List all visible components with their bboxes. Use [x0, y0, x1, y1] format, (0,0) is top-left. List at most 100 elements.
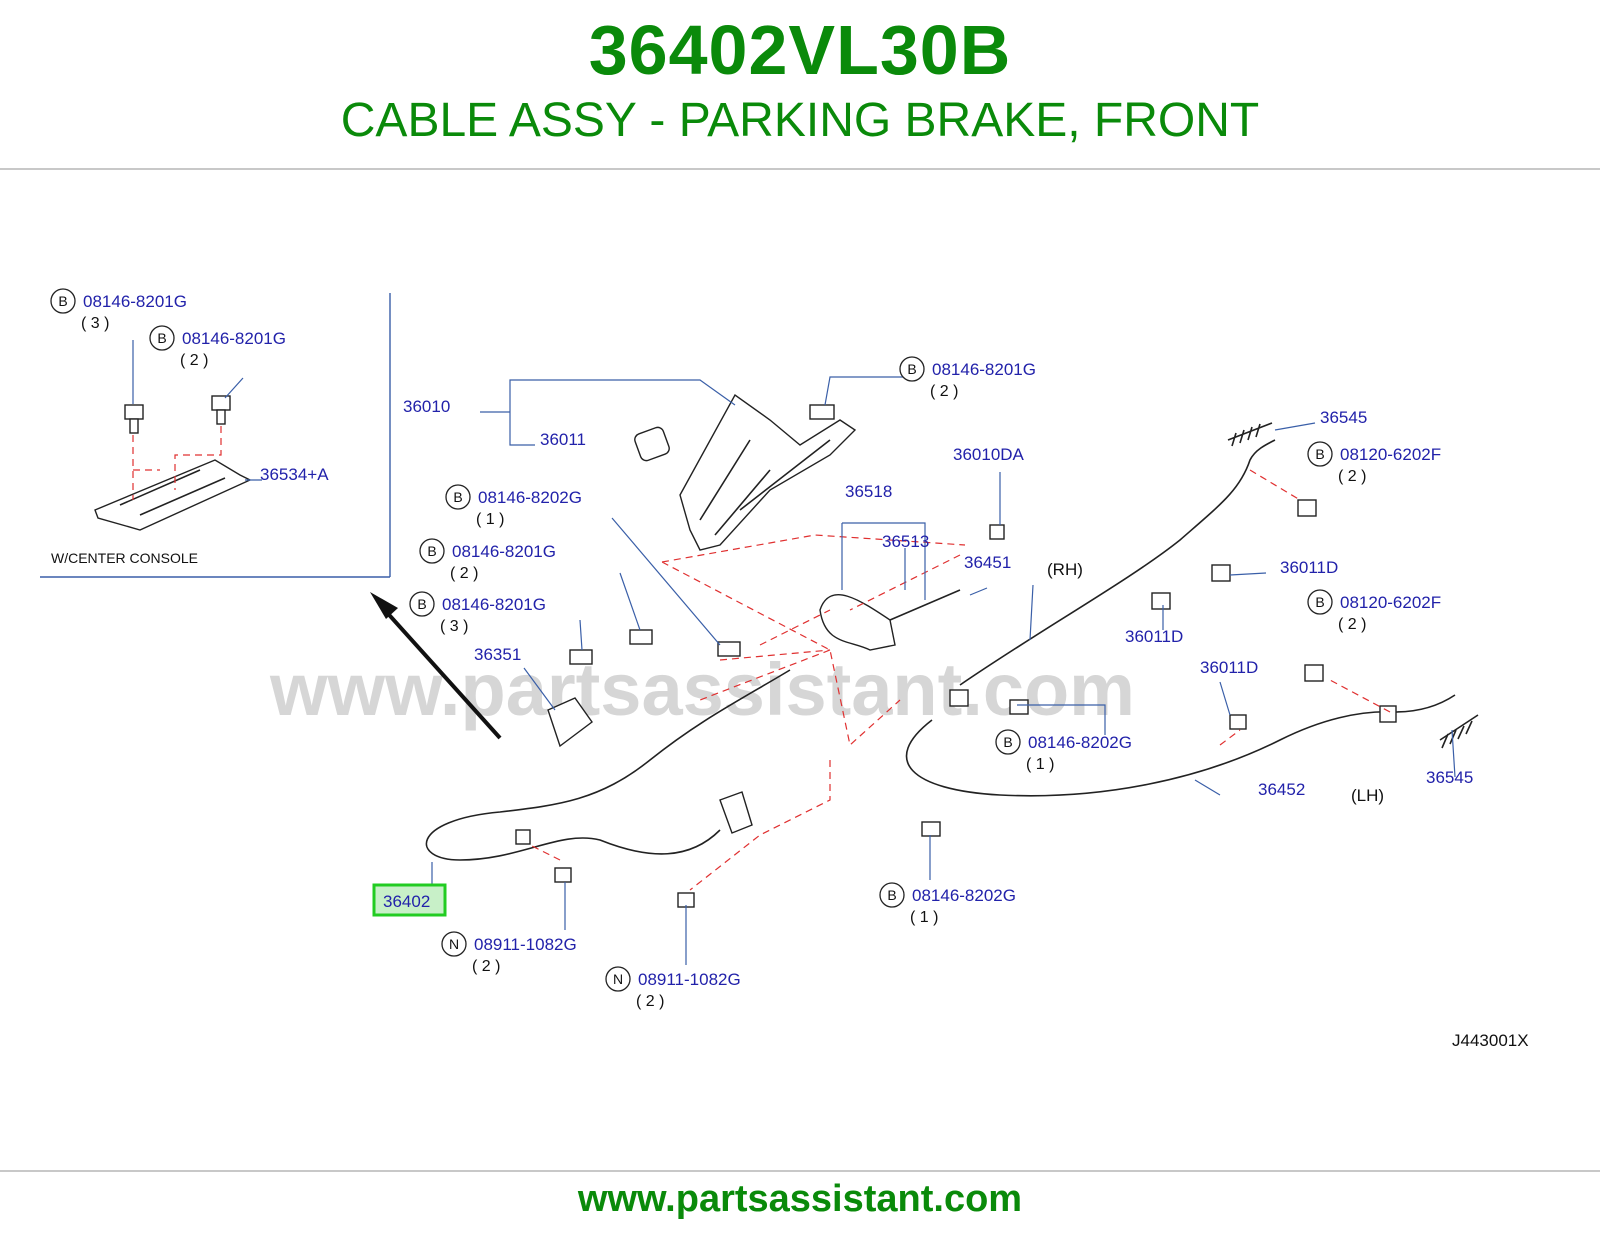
- callout-quantity: ( 2 ): [1338, 616, 1366, 633]
- inset-center-console: W/CENTER CONSOLE: [40, 293, 391, 578]
- callout-part-number[interactable]: 36010DA: [953, 445, 1025, 464]
- highlighted-part-number[interactable]: 36402: [383, 892, 430, 911]
- callout-part-number[interactable]: 36010: [403, 397, 450, 416]
- callout-part-number[interactable]: 08911-1082G: [638, 970, 741, 989]
- callout-part-number[interactable]: 08146-8201G: [452, 542, 556, 561]
- callout-36545[interactable]: 36545: [1426, 768, 1473, 787]
- side-label-rh: (RH): [1047, 560, 1083, 579]
- callout-type-letter: B: [907, 361, 916, 377]
- callout-36451[interactable]: 36451: [964, 553, 1011, 572]
- callout-36452[interactable]: 36452: [1258, 780, 1305, 799]
- callout-part-number[interactable]: 36351: [474, 645, 521, 664]
- callout-quantity: ( 2 ): [472, 958, 500, 975]
- rear-cable-rh: [949, 422, 1276, 707]
- callout-part-number[interactable]: 08911-1082G: [474, 935, 577, 954]
- callout-part-number[interactable]: 36513: [882, 532, 929, 551]
- bolt-08120-6202f-top: [1297, 499, 1317, 517]
- callout-type-circle: [149, 325, 175, 351]
- callout-part-number[interactable]: 36518: [845, 482, 892, 501]
- callout-type-letter: B: [1315, 594, 1324, 610]
- callout-quantity: ( 2 ): [450, 565, 478, 582]
- callout-part-number[interactable]: 36545: [1320, 408, 1367, 427]
- callout-36011d[interactable]: 36011D: [1280, 558, 1338, 577]
- inset-reference-arrow: [370, 592, 502, 740]
- callout-part-number[interactable]: 08120-6202F: [1340, 445, 1441, 464]
- callout-part-number[interactable]: 36545: [1426, 768, 1473, 787]
- callout-36011d[interactable]: 36011D: [1125, 627, 1183, 646]
- callout-type-letter: B: [1003, 734, 1012, 750]
- callout-part-number[interactable]: 08146-8202G: [912, 886, 1016, 905]
- callout-36545[interactable]: 36545: [1320, 408, 1367, 427]
- callout-type-circle: [879, 882, 905, 908]
- callout-quantity: ( 2 ): [1338, 468, 1366, 485]
- brake-lever-assembly: [634, 393, 857, 551]
- bolt-08146-8202g: [717, 641, 741, 657]
- bolt-36011d-lower: [1229, 714, 1247, 730]
- callout-type-circle: [409, 591, 435, 617]
- callout-quantity: ( 1 ): [476, 511, 504, 528]
- callout-quantity: ( 1 ): [910, 909, 938, 926]
- callout-36513[interactable]: 36513: [882, 532, 929, 551]
- callout-part-number[interactable]: 36011D: [1280, 558, 1338, 577]
- callout-36011[interactable]: 36011: [540, 430, 586, 449]
- footer-website-link[interactable]: www.partsassistant.com: [577, 1178, 1023, 1220]
- callout-part-number[interactable]: 08146-8201G: [182, 329, 286, 348]
- callout-part-number[interactable]: 36534+A: [260, 465, 329, 484]
- callout-36351[interactable]: 36351: [474, 645, 521, 664]
- callout-type-letter: B: [887, 887, 896, 903]
- highlighted-part-box[interactable]: [372, 883, 447, 917]
- footer-divider: [0, 1170, 1600, 1172]
- nut-08911-1082g-right: [677, 892, 695, 908]
- callout-36534-a[interactable]: 36534+A: [260, 465, 329, 484]
- callout-part-number[interactable]: 36011D: [1125, 627, 1183, 646]
- callout-type-letter: B: [1315, 446, 1324, 462]
- callout-quantity: ( 2 ): [636, 993, 664, 1010]
- lh-cable-bracket: [1379, 705, 1397, 723]
- inset-dashed-leaders: [132, 426, 222, 500]
- callout-08146-8202g[interactable]: B 08146-8202G ( 1 ): [879, 882, 1016, 926]
- callout-type-letter: B: [427, 543, 436, 559]
- callout-part-number[interactable]: 36452: [1258, 780, 1305, 799]
- callout-leader-lines: [431, 376, 1456, 965]
- callout-part-number[interactable]: 36451: [964, 553, 1011, 572]
- callout-type-circle: [50, 288, 76, 314]
- callout-part-number[interactable]: 08146-8202G: [1028, 733, 1132, 752]
- callout-part-number[interactable]: 08120-6202F: [1340, 593, 1441, 612]
- callout-08911-1082g[interactable]: N 08911-1082G ( 2 ): [605, 966, 741, 1010]
- callout-quantity: ( 2 ): [180, 352, 208, 369]
- callout-type-circle: [605, 966, 631, 992]
- callout-08120-6202f[interactable]: B 08120-6202F ( 2 ): [1307, 589, 1441, 633]
- callout-type-circle: [419, 538, 445, 564]
- callout-part-number[interactable]: 08146-8201G: [83, 292, 187, 311]
- callout-type-letter: B: [58, 293, 67, 309]
- callout-08146-8201g[interactable]: B 08146-8201G ( 2 ): [899, 356, 1036, 400]
- front-cable-36402: [425, 669, 791, 861]
- callout-quantity: ( 3 ): [440, 618, 468, 635]
- inset-bolt-left: [124, 404, 144, 434]
- callout-08120-6202f[interactable]: B 08120-6202F ( 2 ): [1307, 441, 1441, 485]
- callout-36010da[interactable]: 36010DA: [953, 445, 1025, 464]
- callout-quantity: ( 2 ): [930, 383, 958, 400]
- callout-type-letter: N: [613, 971, 623, 987]
- bolt-36011d-center: [1151, 592, 1171, 610]
- callout-part-number[interactable]: 08146-8201G: [442, 595, 546, 614]
- callout-part-number[interactable]: 08146-8202G: [478, 488, 582, 507]
- callout-part-number[interactable]: 08146-8201G: [932, 360, 1036, 379]
- callout-type-circle: [995, 729, 1021, 755]
- bolt-08146-8201g-2: [629, 629, 653, 645]
- callout-36518[interactable]: 36518: [845, 482, 892, 501]
- watermark-text: www.partsassistant.com: [269, 648, 1135, 731]
- callout-08146-8201g[interactable]: B 08146-8201G ( 2 ): [419, 538, 556, 582]
- callout-part-number[interactable]: 36011D: [1200, 658, 1258, 677]
- lever-bushing-36011: [634, 426, 670, 462]
- callout-36011d[interactable]: 36011D: [1200, 658, 1258, 677]
- callout-36010[interactable]: 36010: [403, 397, 450, 416]
- page-header: 36402VL30B CABLE ASSY - PARKING BRAKE, F…: [0, 0, 1600, 168]
- callout-part-number[interactable]: 36011: [540, 430, 586, 449]
